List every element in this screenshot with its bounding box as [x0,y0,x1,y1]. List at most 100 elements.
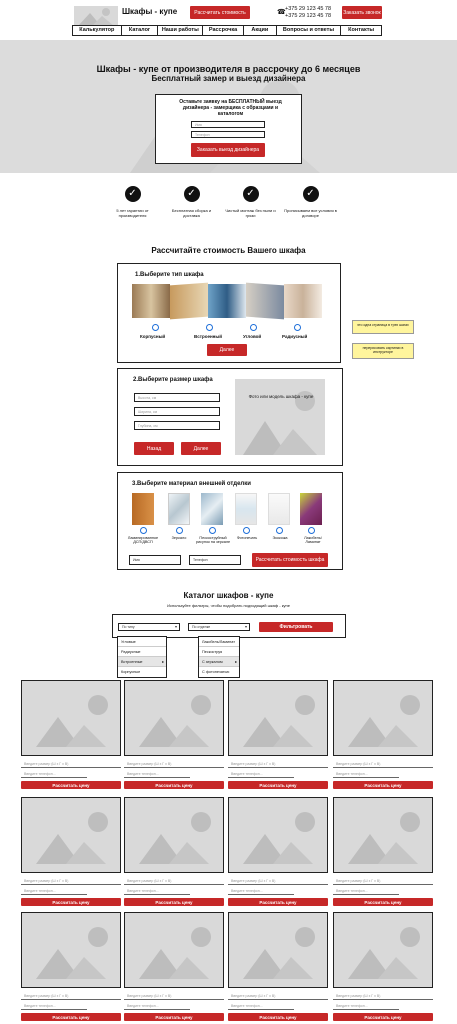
material-radio[interactable] [140,527,147,534]
phone-input[interactable]: Введите телефон... [124,771,190,778]
type-radio[interactable] [152,324,159,331]
phone-input[interactable]: Введите телефон... [124,888,190,895]
product-card: Введите размер (Ш х Г х В) Введите телефо… [21,680,121,790]
product-image[interactable] [124,680,224,756]
phone-1[interactable]: +375 29 123 45 78 [285,6,332,12]
calc-card-price-button[interactable]: Рассчитать цену [228,781,328,789]
phone-input[interactable]: Введите телефон... [228,771,294,778]
material-radio[interactable] [243,527,250,534]
phone-input[interactable]: Введите телефон... [228,1003,294,1010]
size-input[interactable]: Введите размер (Ш х Г х В) [228,993,328,1000]
size-input[interactable]: Введите размер (Ш х Г х В) [228,878,328,885]
nav-works[interactable]: Наши работы [158,26,204,35]
finish-option-selected[interactable]: С зеркалом▸ [199,657,239,667]
product-image[interactable] [21,797,121,873]
hero-name-input[interactable]: Имя [191,121,265,128]
product-image[interactable] [228,912,328,988]
product-image[interactable] [333,797,433,873]
product-image[interactable] [333,680,433,756]
order-call-button[interactable]: Заказать звонок [342,6,382,19]
size-input[interactable]: Введите размер (Ш х Г х В) [21,878,121,885]
phone-2[interactable]: +375 29 123 45 78 [285,13,332,19]
size-input[interactable]: Введите размер (Ш х Г х В) [333,993,433,1000]
step3-phone-input[interactable]: Телефон [189,555,241,565]
calc-card-price-button[interactable]: Рассчитать цену [124,898,224,906]
size-input[interactable]: Введите размер (Ш х Г х В) [124,993,224,1000]
type-option[interactable]: Радиусные [118,647,166,657]
step1-next-button[interactable]: Далее [207,344,247,356]
filter-type-select[interactable]: По типу ▾ [118,623,180,631]
calc-card-price-button[interactable]: Рассчитать цену [124,781,224,789]
type-option[interactable]: Угловые [118,637,166,647]
hero-submit-button[interactable]: Заказать выезд дизайнера [191,143,265,157]
phone-input[interactable]: Введите телефон... [333,771,399,778]
benefit-item: ✓ Бесплатная сборка и доставка [164,186,219,218]
hero-phone-input[interactable]: Телефон [191,131,265,138]
material-radio[interactable] [176,527,183,534]
product-card: Введите размер (Ш х Г х В) Введите телефо… [333,680,433,790]
phone-input[interactable]: Введите телефон... [21,1003,87,1010]
product-image[interactable] [21,680,121,756]
size-input[interactable]: Введите размер (Ш х Г х В) [124,878,224,885]
step1-title: 1.Выберите тип шкафа [135,272,204,278]
nav-calculator[interactable]: Калькулятор [73,26,122,35]
material-radio[interactable] [209,527,216,534]
step3-name-input[interactable]: Имя [129,555,181,565]
nav-promo[interactable]: Акции [244,26,277,35]
phone-input[interactable]: Введите телефон... [333,1003,399,1010]
step2-back-button[interactable]: Назад [134,442,174,455]
phone-input[interactable]: Введите телефон... [333,888,399,895]
size-input[interactable]: Введите размер (Ш х Г х В) [21,761,121,768]
phone-input[interactable]: Введите телефон... [124,1003,190,1010]
size-input[interactable]: Введите размер (Ш х Г х В) [333,878,433,885]
hero-form-title: Оставьте заявку на БЕСПЛАТНЫЙ выезд диза… [179,99,282,117]
calc-card-price-button[interactable]: Рассчитать цену [228,1013,328,1021]
nav-installment[interactable]: Рассрочка [203,26,244,35]
finish-option[interactable]: С фотопечатью [202,670,230,674]
product-image[interactable] [124,912,224,988]
size-input[interactable]: Введите размер (Ш х Г х В) [333,761,433,768]
size-input[interactable]: Введите размер (Ш х Г х В) [124,761,224,768]
filter-button[interactable]: Фильтровать [259,622,333,632]
calc-card-price-button[interactable]: Рассчитать цену [124,1013,224,1021]
width-input[interactable]: Ширина, см [134,407,220,416]
product-image[interactable] [228,680,328,756]
finish-option[interactable]: Пескоструя [199,647,239,657]
product-image[interactable] [21,912,121,988]
product-image[interactable] [228,797,328,873]
step2-next-button[interactable]: Далее [181,442,221,455]
product-card: Введите размер (Ш х Г х В) Введите телефо… [124,680,224,790]
material-radio[interactable] [308,527,315,534]
material-radio[interactable] [276,527,283,534]
calc-card-price-button[interactable]: Рассчитать цену [333,898,433,906]
height-input[interactable]: Высота, см [134,393,220,402]
nav-contacts[interactable]: Контакты [348,27,375,33]
type-radio[interactable] [206,324,213,331]
calc-card-price-button[interactable]: Рассчитать цену [21,898,121,906]
nav-faq[interactable]: Вопросы и ответы [277,26,342,35]
filter-finish-select[interactable]: По отделке ▾ [188,623,250,631]
type-option-selected[interactable]: Встроенные▸ [118,657,166,667]
product-image[interactable] [124,797,224,873]
type-radio[interactable] [294,324,301,331]
depth-input[interactable]: Глубина, см [134,421,220,430]
calc-price-button[interactable]: Рассчитать стоимость [190,6,250,19]
calc-card-price-button[interactable]: Рассчитать цену [228,898,328,906]
type-label: Встроенный [194,334,223,339]
type-option[interactable]: Корпусные [121,670,141,674]
calc-card-price-button[interactable]: Рассчитать цену [333,1013,433,1021]
finish-option[interactable]: Лакобель/Ламинат [199,637,239,647]
phone-input[interactable]: Введите телефон... [21,771,87,778]
phone-input[interactable]: Введите телефон... [228,888,294,895]
size-input[interactable]: Введите размер (Ш х Г х В) [21,993,121,1000]
calc-card-price-button[interactable]: Рассчитать цену [21,1013,121,1021]
type-label: Угловой [243,334,262,339]
calc-card-price-button[interactable]: Рассчитать цену [21,781,121,789]
type-radio[interactable] [250,324,257,331]
nav-catalog[interactable]: Каталог [122,26,159,35]
step3-submit-button[interactable]: Рассчитать стоимость шкафа [252,553,328,567]
calc-card-price-button[interactable]: Рассчитать цену [333,781,433,789]
product-image[interactable] [333,912,433,988]
size-input[interactable]: Введите размер (Ш х Г х В) [228,761,328,768]
phone-input[interactable]: Введите телефон... [21,888,87,895]
